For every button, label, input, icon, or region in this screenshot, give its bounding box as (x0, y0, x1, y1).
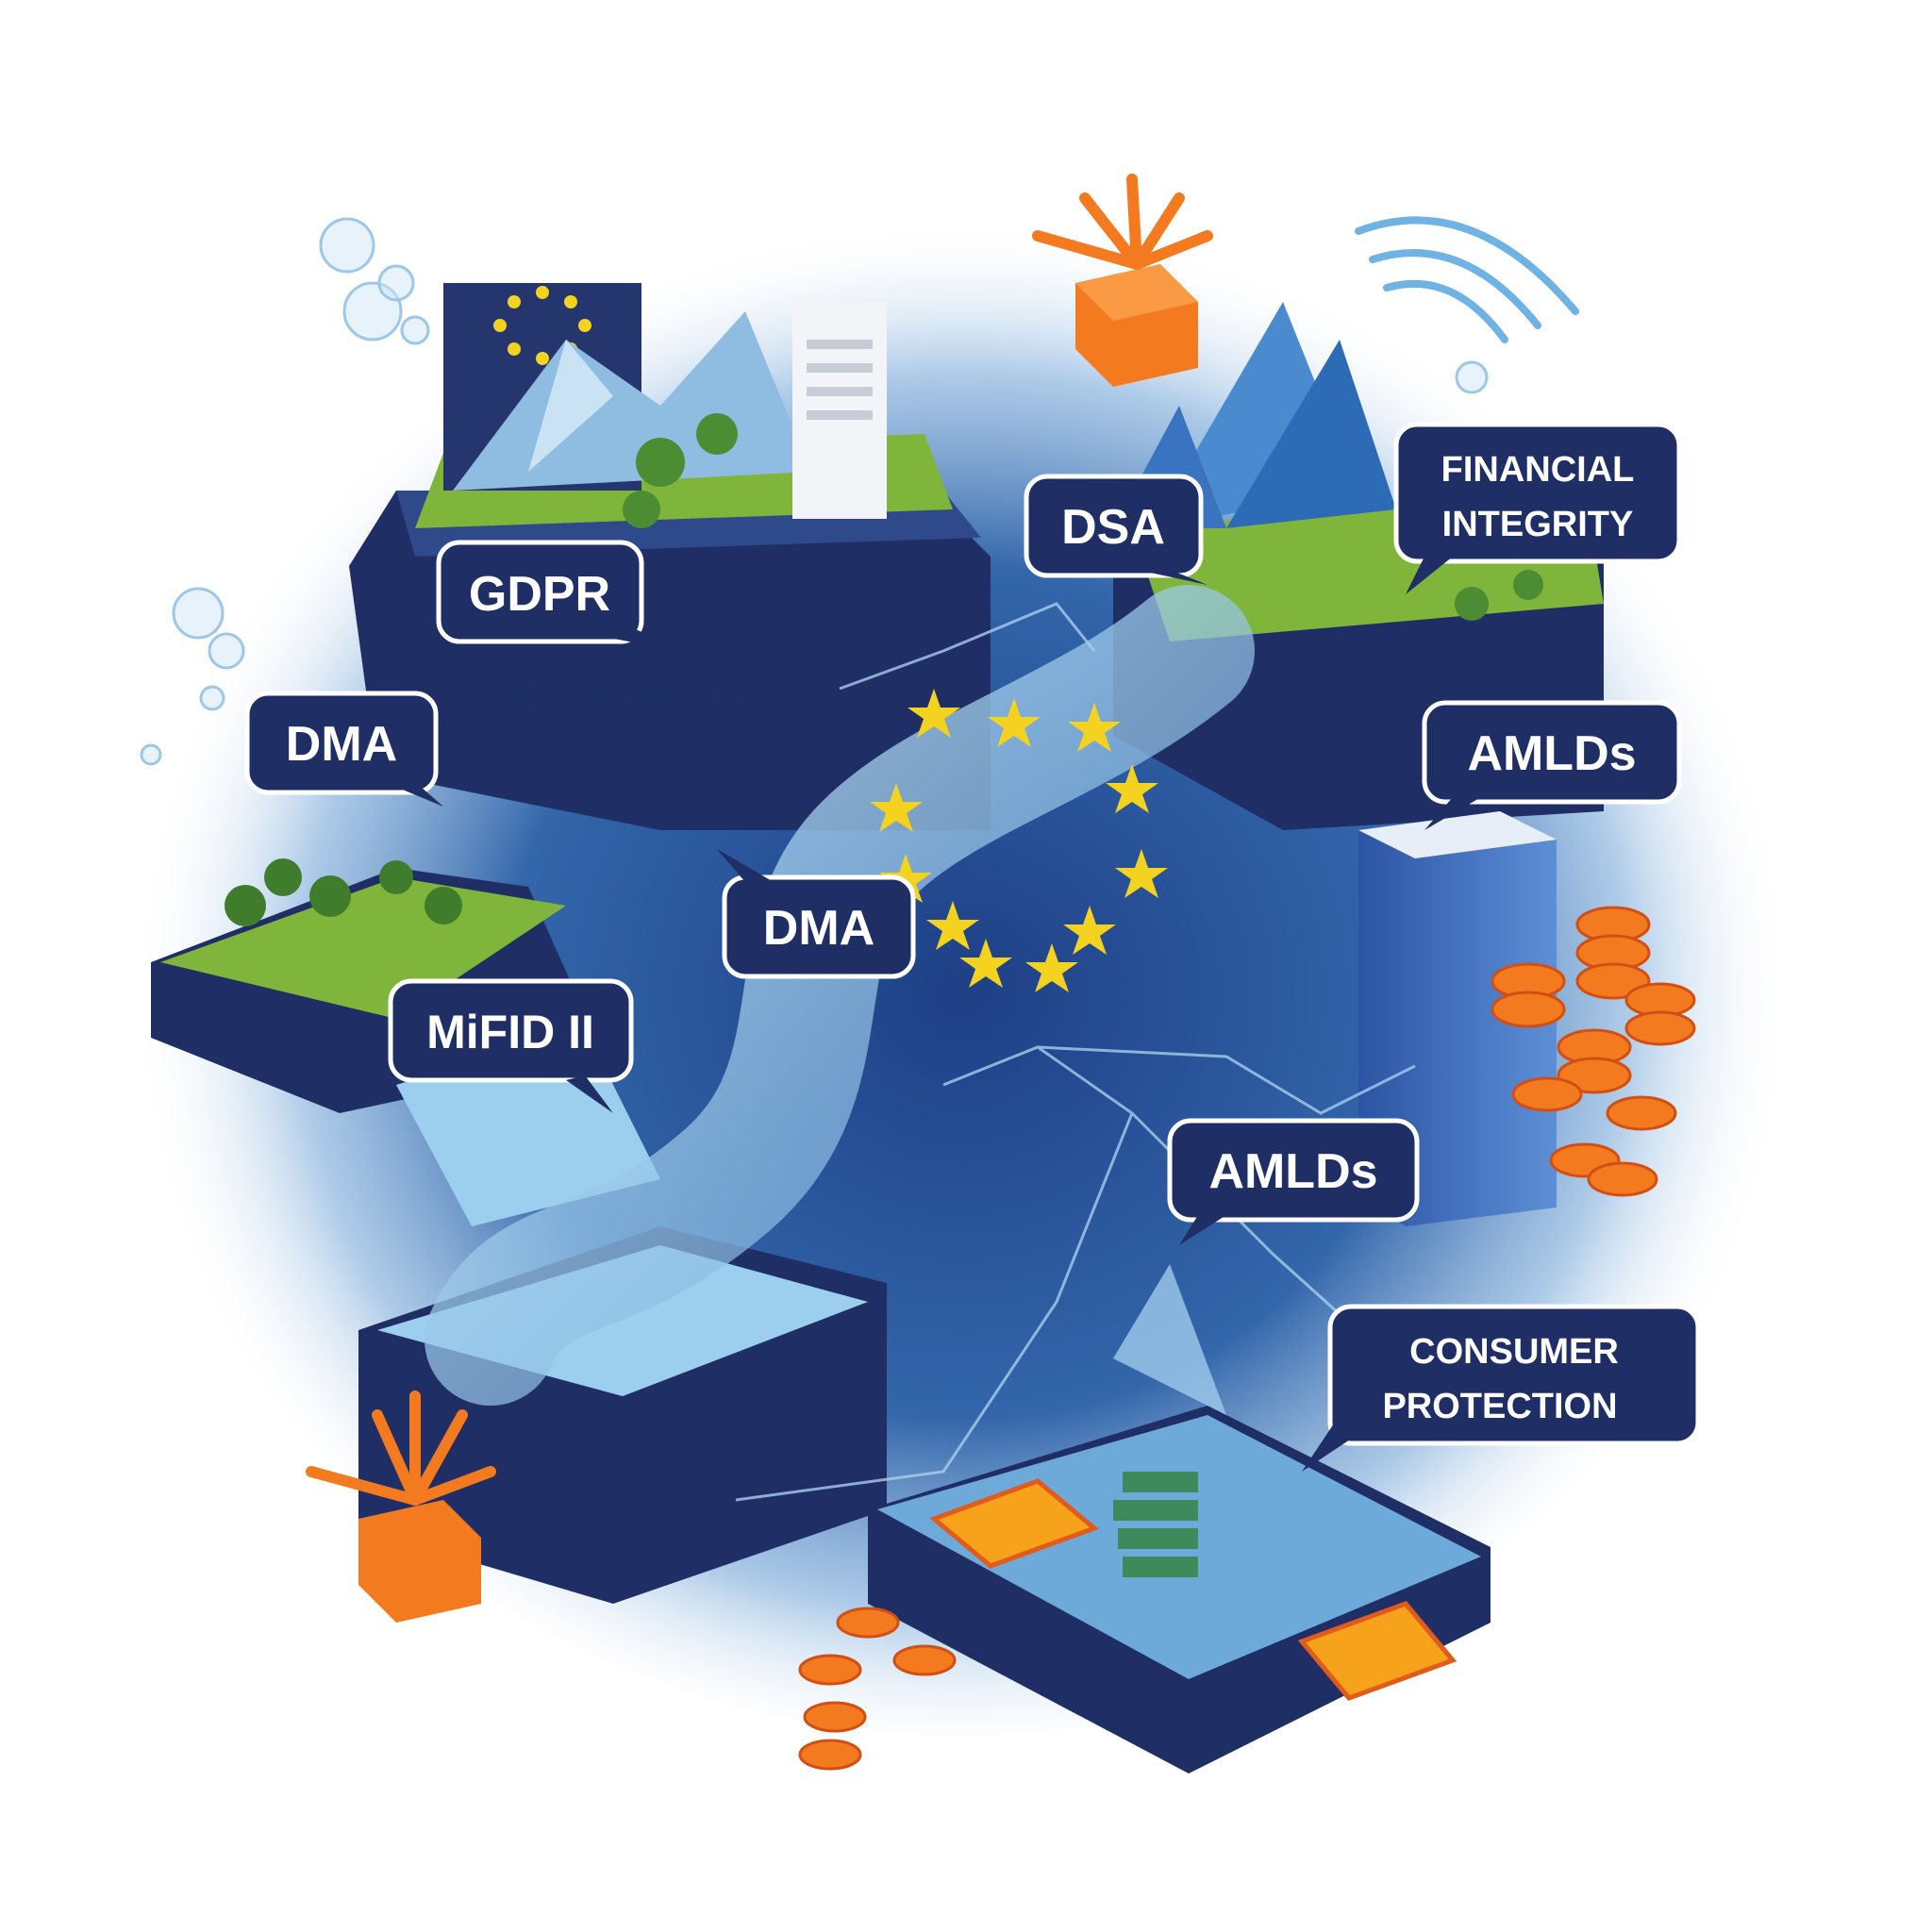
financial-label-line2: INTEGRITY (1442, 505, 1634, 544)
mifid-label: MiFID II (426, 1006, 594, 1058)
platform-consumer (868, 1264, 1491, 1774)
eu-stars (870, 689, 1168, 992)
label-bubble-financial: FINANCIAL INTEGRITY (1393, 422, 1682, 594)
label-bubble-gdpr: GDPR (436, 540, 679, 651)
gift-box-icon (306, 174, 1213, 1623)
dma-left-label: DMA (286, 717, 397, 772)
financial-label-line1: FINANCIAL (1441, 450, 1635, 490)
label-bubble-dma-left: DMA (244, 691, 443, 807)
label-bubble-dsa: DSA (1024, 474, 1208, 585)
amlds-center-label: AMLDs (1208, 1144, 1377, 1199)
dma-center-label: DMA (763, 901, 874, 956)
wifi-icon (1355, 216, 1579, 343)
label-bubble-amlds-top: AMLDs (1422, 700, 1682, 830)
consumer-label-line2: PROTECTION (1382, 1387, 1617, 1426)
label-bubble-dma-center: DMA (717, 849, 916, 979)
label-bubble-amlds-center: AMLDs (1167, 1118, 1420, 1245)
consumer-label-line1: CONSUMER (1409, 1332, 1619, 1372)
coin-icon (798, 906, 1696, 1771)
bubbles-decoration (140, 217, 1489, 766)
label-bubble-consumer: CONSUMER PROTECTION (1302, 1304, 1701, 1472)
falaenous-label: FALAENOUS (509, 674, 754, 718)
dsa-label: DSA (1061, 500, 1165, 555)
amlds-top-label: AMLDs (1467, 726, 1636, 781)
euro-card-icon (929, 1478, 1457, 1701)
river (425, 585, 1255, 1406)
label-bubble-mifid: MiFID II (388, 978, 634, 1113)
gdpr-label: GDPR (469, 567, 610, 622)
